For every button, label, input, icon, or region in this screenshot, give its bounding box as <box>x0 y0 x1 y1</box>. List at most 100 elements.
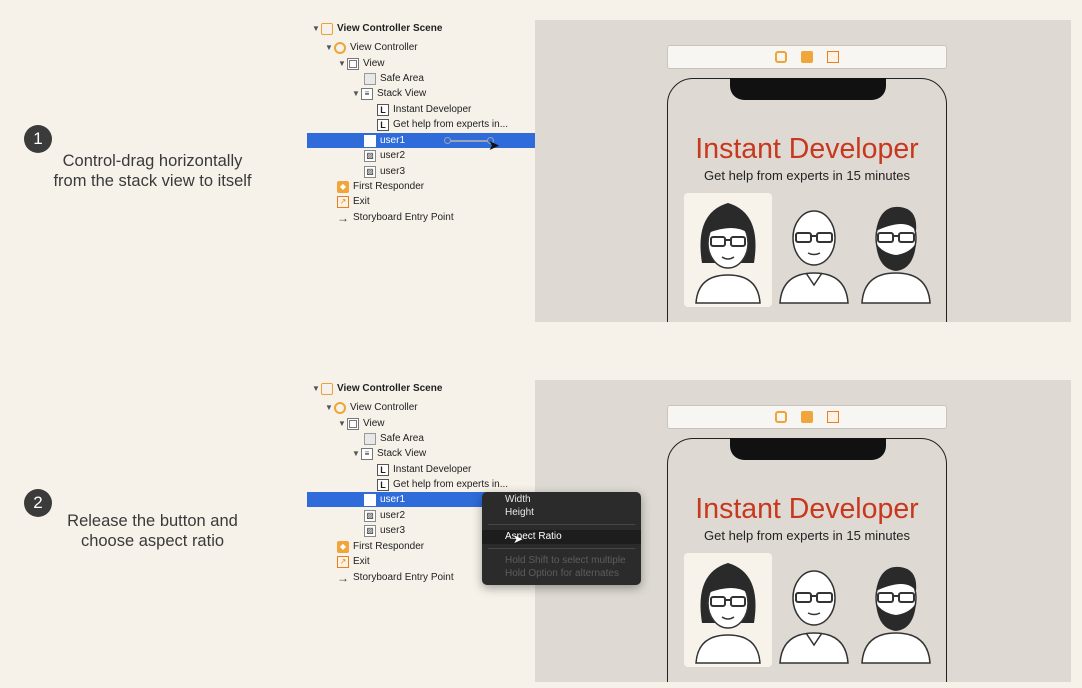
image-view-icon: ▨ <box>364 149 376 162</box>
scene-icon <box>321 382 333 395</box>
step-number-badge: 2 <box>24 489 52 517</box>
outline-item-user2[interactable]: ▨ user2 <box>307 148 535 163</box>
user1-image[interactable] <box>684 193 772 307</box>
outline-item-first-responder[interactable]: ◆ First Responder <box>307 539 535 554</box>
disclosure-triangle-icon[interactable]: ▼ <box>352 449 360 458</box>
document-outline: ▼ View Controller Scene ▼ View Controlle… <box>307 381 535 601</box>
outline-item-user2[interactable]: ▨ user2 <box>307 508 535 523</box>
view-icon <box>347 57 359 70</box>
menu-separator <box>488 548 635 549</box>
bald-man-avatar-icon <box>779 570 849 664</box>
menu-item-height[interactable]: Height <box>505 507 534 518</box>
woman-avatar-icon <box>695 563 761 664</box>
outline-item-label[interactable]: L Get help from experts in... <box>307 477 535 492</box>
label-icon: L <box>377 103 389 116</box>
outline-item-view[interactable]: ▼ View <box>338 417 385 430</box>
outline-item-stack-view[interactable]: ▼ ≡ Stack View <box>352 87 427 100</box>
outline-item-safe-area[interactable]: Safe Area <box>307 71 535 86</box>
arrow-right-icon: → <box>337 570 349 585</box>
menu-item-aspect-ratio[interactable]: Aspect Ratio <box>482 530 641 544</box>
cursor-icon: ➤ <box>488 137 500 153</box>
disclosure-triangle-icon[interactable]: ▼ <box>325 403 333 412</box>
outline-item-exit[interactable]: ↗ Exit <box>307 194 535 209</box>
view-controller-icon[interactable] <box>775 411 787 423</box>
image-view-icon: ▨ <box>364 509 376 522</box>
disclosure-triangle-icon[interactable]: ▼ <box>312 384 320 393</box>
user3-image[interactable] <box>852 553 940 667</box>
step-instruction: Control-drag horizontally from the stack… <box>53 152 252 190</box>
scene-icon <box>321 22 333 35</box>
first-responder-icon: ◆ <box>337 180 349 193</box>
exit-icon[interactable] <box>827 51 839 63</box>
first-responder-icon: ◆ <box>337 540 349 553</box>
woman-avatar-icon <box>695 203 761 304</box>
avatar-stack-view[interactable] <box>684 193 931 309</box>
cursor-icon: ➤ <box>513 532 524 546</box>
safe-area-icon <box>364 432 376 445</box>
label-icon: L <box>377 478 389 491</box>
menu-item-width[interactable]: Width <box>505 494 531 505</box>
app-title-label[interactable]: Instant Developer <box>695 133 919 165</box>
first-responder-icon[interactable] <box>801 411 813 423</box>
drag-start-dot <box>444 137 451 144</box>
menu-hint-option: Hold Option for alternates <box>505 568 619 579</box>
disclosure-triangle-icon[interactable]: ▼ <box>338 419 346 428</box>
avatar-stack-view[interactable] <box>684 553 931 669</box>
app-title-label[interactable]: Instant Developer <box>695 493 919 525</box>
disclosure-triangle-icon[interactable]: ▼ <box>325 43 333 52</box>
stack-view-icon: ≡ <box>361 447 373 460</box>
outline-item-view-controller[interactable]: ▼ View Controller <box>325 401 418 414</box>
outline-item-entry-point[interactable]: → Storyboard Entry Point <box>337 570 454 585</box>
outline-item-user3[interactable]: ▨ user3 <box>307 164 535 179</box>
label-icon: L <box>377 463 389 476</box>
disclosure-triangle-icon[interactable]: ▼ <box>312 24 320 33</box>
step-number-badge: 1 <box>24 125 52 153</box>
image-view-icon: ▨ <box>364 134 376 147</box>
bald-man-avatar-icon <box>779 210 849 304</box>
outline-item-view[interactable]: ▼ View <box>338 57 385 70</box>
outline-item-user3[interactable]: ▨ user3 <box>307 523 535 538</box>
view-icon <box>347 417 359 430</box>
outline-item-safe-area[interactable]: Safe Area <box>307 431 535 446</box>
outline-item-exit[interactable]: ↗ Exit <box>307 554 535 569</box>
view-controller-icon <box>334 41 346 54</box>
view-controller-icon[interactable] <box>775 51 787 63</box>
image-view-icon: ▨ <box>364 493 376 506</box>
user2-image[interactable] <box>770 553 858 667</box>
scene-dock <box>667 405 947 429</box>
outline-item-label[interactable]: L Get help from experts in... <box>307 117 535 132</box>
bearded-man-avatar-icon <box>861 566 931 664</box>
exit-icon: ↗ <box>337 555 349 568</box>
user2-image[interactable] <box>770 193 858 307</box>
user1-image[interactable] <box>684 553 772 667</box>
outline-item-entry-point[interactable]: → Storyboard Entry Point <box>337 210 454 225</box>
storyboard-canvas[interactable]: Instant Developer Get help from experts … <box>535 380 1071 682</box>
outline-item-scene[interactable]: ▼ View Controller Scene <box>312 382 443 395</box>
safe-area-icon <box>364 72 376 85</box>
outline-item-first-responder[interactable]: ◆ First Responder <box>307 179 535 194</box>
constraint-context-menu: Width Height Aspect Ratio ➤ Hold Shift t… <box>482 492 641 585</box>
exit-icon: ↗ <box>337 195 349 208</box>
app-subtitle-label[interactable]: Get help from experts in 15 minutes <box>704 528 910 543</box>
exit-icon[interactable] <box>827 411 839 423</box>
outline-item-label[interactable]: L Instant Developer <box>307 462 535 477</box>
app-subtitle-label[interactable]: Get help from experts in 15 minutes <box>704 168 910 183</box>
first-responder-icon[interactable] <box>801 51 813 63</box>
storyboard-canvas[interactable]: Instant Developer Get help from experts … <box>535 20 1071 322</box>
outline-item-label[interactable]: L Instant Developer <box>307 102 535 117</box>
drag-end-dot <box>487 137 494 144</box>
iphone-frame: Instant Developer Get help from experts … <box>667 78 947 322</box>
outline-item-view-controller[interactable]: ▼ View Controller <box>325 41 418 54</box>
outline-item-user1[interactable]: ▨ user1 <box>307 492 535 507</box>
stack-view-icon: ≡ <box>361 87 373 100</box>
outline-item-scene[interactable]: ▼ View Controller Scene <box>312 22 443 35</box>
outline-item-stack-view[interactable]: ▼ ≡ Stack View <box>352 447 427 460</box>
outline-item-user1[interactable]: ▨ user1 ➤ <box>307 133 535 153</box>
user3-image[interactable] <box>852 193 940 307</box>
drag-connection-line <box>447 140 489 142</box>
image-view-icon: ▨ <box>364 524 376 537</box>
disclosure-triangle-icon[interactable]: ▼ <box>338 59 346 68</box>
disclosure-triangle-icon[interactable]: ▼ <box>352 89 360 98</box>
label-icon: L <box>377 118 389 131</box>
phone-notch <box>730 78 886 100</box>
